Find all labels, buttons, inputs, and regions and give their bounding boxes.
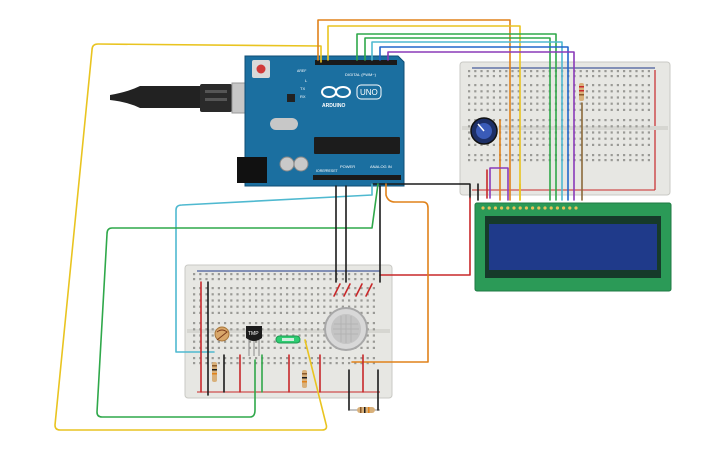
wire-green-analog xyxy=(96,183,379,418)
wire-green-top xyxy=(364,37,551,201)
lcd-display xyxy=(474,202,672,292)
resistor-upper xyxy=(579,83,584,101)
resistor-photoresistor xyxy=(212,362,217,382)
power-jack xyxy=(237,157,267,183)
wire-red-short-2 xyxy=(343,283,351,297)
lcd-pin-header xyxy=(481,206,578,210)
wire-black-gnd-top xyxy=(371,183,471,199)
aref-label: AREF xyxy=(297,69,306,73)
l-led-label: L xyxy=(305,78,308,83)
wire-purple-top xyxy=(387,51,575,201)
temp-sensor-label: TMP xyxy=(248,331,259,337)
wire-green-top-2 xyxy=(356,33,557,201)
arduino-logo-text: ARDUINO xyxy=(322,103,345,109)
analog-in-label: ANALOG IN xyxy=(370,164,392,169)
wire-orange-top xyxy=(317,19,511,201)
wire-red-power xyxy=(379,197,471,276)
wire-red-short-4 xyxy=(365,283,373,297)
resistor-middle xyxy=(302,370,307,388)
wire-cyan-analog xyxy=(175,183,373,353)
atmega-chip xyxy=(314,137,400,154)
gas-sensor xyxy=(324,307,368,351)
rx-label: RX xyxy=(300,94,306,99)
wires xyxy=(54,19,583,431)
external-resistor xyxy=(350,407,380,413)
digital-header-label: DIGITAL (PWM~) xyxy=(345,72,377,77)
temperature-sensor: TMP xyxy=(246,326,262,356)
power-label: POWER xyxy=(340,164,355,169)
photoresistor xyxy=(214,326,230,342)
digital-header xyxy=(315,60,397,65)
potentiometer xyxy=(470,117,498,145)
wire-orange-gas xyxy=(351,183,429,363)
ioref-label: IOREF xyxy=(316,169,327,173)
tx-label: TX xyxy=(300,86,305,91)
uno-badge: UNO xyxy=(360,88,378,97)
green-indicator-component xyxy=(275,335,301,344)
wire-red-short-1 xyxy=(333,283,341,297)
arduino-uno-board: ARDUINO UNO DIGITAL (PWM~) POWER ANALOG … xyxy=(237,55,405,187)
wire-yellow-top xyxy=(327,25,521,201)
analog-power-header xyxy=(313,175,401,180)
wire-blue-top xyxy=(379,46,569,201)
wire-red-short-3 xyxy=(355,283,363,297)
wire-cyan-top xyxy=(371,41,563,201)
arduino-logo xyxy=(321,84,382,100)
wire-purple-lcd xyxy=(489,167,509,201)
reset-pin-label: RESET xyxy=(326,169,339,173)
lcd-screen xyxy=(489,224,657,270)
wire-yellow-loop xyxy=(54,43,328,431)
